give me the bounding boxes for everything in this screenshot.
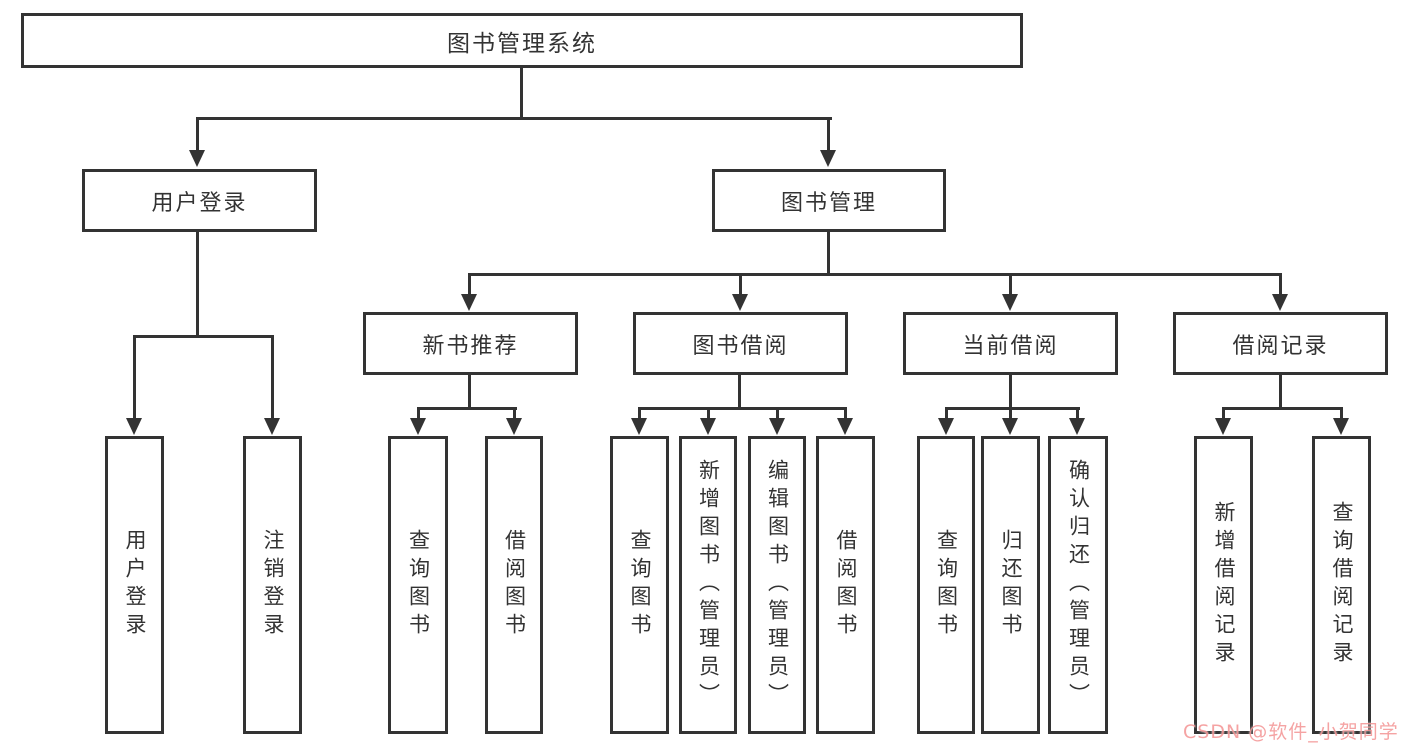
node-current-borrowing-label: 当前借阅: [962, 333, 1059, 359]
leaf-logout-login: 注销登录: [243, 436, 302, 734]
watermark-text: CSDN @软件_小贺同学: [1183, 721, 1399, 743]
leaf-user-login: 用户登录: [105, 436, 164, 734]
leaf-add-borrow-record: 新增借阅记录: [1194, 436, 1253, 734]
connector-line: [739, 273, 742, 297]
arrow-head: [938, 418, 954, 435]
leaf-return-books-label: 归还图书: [999, 529, 1023, 641]
connector-line: [945, 407, 1080, 410]
node-user-login: 用户登录: [82, 169, 317, 232]
arrow-head: [126, 418, 142, 435]
leaf-confirm-return-admin: 确认归还（管理员）: [1048, 436, 1108, 734]
leaf-borrow-books-recommend: 借阅图书: [485, 436, 543, 734]
arrow-head: [1002, 418, 1018, 435]
node-library-system-label: 图书管理系统: [447, 30, 597, 57]
leaf-return-books: 归还图书: [981, 436, 1040, 734]
connector-line: [827, 231, 830, 275]
leaf-query-books-current-label: 查询图书: [934, 529, 959, 641]
connector-line: [1222, 407, 1343, 410]
connector-line: [1222, 407, 1225, 421]
arrow-head: [1002, 294, 1018, 311]
connector-line: [945, 407, 948, 421]
leaf-borrow-books-borrow: 借阅图书: [816, 436, 875, 734]
leaf-add-borrow-record-label: 新增借阅记录: [1212, 501, 1236, 669]
node-new-book-recommendation-label: 新书推荐: [422, 333, 519, 359]
connector-line: [1279, 273, 1282, 297]
leaf-add-books-admin: 新增图书（管理员）: [679, 436, 737, 734]
connector-line: [133, 335, 274, 338]
node-new-book-recommendation: 新书推荐: [363, 312, 578, 375]
connector-line: [196, 117, 199, 153]
connector-line: [1009, 273, 1012, 297]
connector-line: [469, 273, 1282, 276]
leaf-borrow-books-borrow-label: 借阅图书: [834, 529, 858, 641]
arrow-head: [1333, 418, 1349, 435]
connector-line: [827, 117, 830, 153]
arrow-head: [1069, 418, 1085, 435]
leaf-user-login-label: 用户登录: [123, 529, 147, 641]
leaf-query-borrow-record: 查询借阅记录: [1312, 436, 1371, 734]
leaf-add-books-admin-label: 新增图书（管理员）: [696, 459, 721, 711]
arrow-head: [837, 418, 853, 435]
connector-line: [1009, 407, 1012, 421]
node-current-borrowing: 当前借阅: [903, 312, 1118, 375]
arrow-head: [631, 418, 647, 435]
leaf-query-borrow-record-label: 查询借阅记录: [1330, 501, 1354, 669]
connector-line: [196, 117, 832, 120]
node-borrowing-records-label: 借阅记录: [1232, 333, 1329, 359]
connector-line: [638, 407, 641, 421]
connector-line: [844, 407, 847, 421]
arrow-head: [1215, 418, 1231, 435]
arrow-head: [189, 150, 205, 167]
connector-line: [1340, 407, 1343, 421]
node-user-login-label: 用户登录: [151, 190, 248, 216]
node-book-borrowing-label: 图书借阅: [692, 333, 789, 359]
connector-line: [513, 407, 516, 421]
leaf-borrow-books-recommend-label: 借阅图书: [502, 529, 527, 641]
arrow-head: [820, 150, 836, 167]
arrow-head: [410, 418, 426, 435]
connector-line: [1076, 407, 1079, 421]
leaf-query-books-recommend-label: 查询图书: [406, 529, 431, 641]
connector-line: [707, 407, 710, 421]
leaf-query-books-recommend: 查询图书: [388, 436, 448, 734]
connector-line: [417, 407, 517, 410]
connector-line: [417, 407, 420, 421]
connector-line: [468, 273, 471, 297]
leaf-logout-login-label: 注销登录: [261, 529, 285, 641]
connector-line: [738, 374, 741, 409]
connector-line: [520, 67, 523, 119]
arrow-head: [732, 294, 748, 311]
leaf-edit-books-admin: 编辑图书（管理员）: [748, 436, 806, 734]
node-borrowing-records: 借阅记录: [1173, 312, 1388, 375]
leaf-confirm-return-admin-label: 确认归还（管理员）: [1066, 459, 1091, 711]
leaf-query-books-current: 查询图书: [917, 436, 975, 734]
leaf-edit-books-admin-label: 编辑图书（管理员）: [765, 459, 790, 711]
node-book-borrowing: 图书借阅: [633, 312, 848, 375]
arrow-head: [700, 418, 716, 435]
arrow-head: [461, 294, 477, 311]
connector-line: [1279, 374, 1282, 409]
node-book-management-label: 图书管理: [780, 190, 877, 216]
connector-line: [1009, 374, 1012, 409]
arrow-head: [769, 418, 785, 435]
connector-line: [776, 407, 779, 421]
node-book-management: 图书管理: [712, 169, 946, 232]
connector-line: [271, 335, 274, 421]
arrow-head: [506, 418, 522, 435]
node-library-system: 图书管理系统: [21, 13, 1023, 68]
leaf-query-books-borrow-label: 查询图书: [628, 529, 652, 641]
connector-line: [133, 335, 136, 421]
arrow-head: [264, 418, 280, 435]
connector-line: [196, 231, 199, 337]
leaf-query-books-borrow: 查询图书: [610, 436, 669, 734]
arrow-head: [1272, 294, 1288, 311]
connector-line: [468, 374, 471, 409]
connector-line: [638, 407, 847, 410]
